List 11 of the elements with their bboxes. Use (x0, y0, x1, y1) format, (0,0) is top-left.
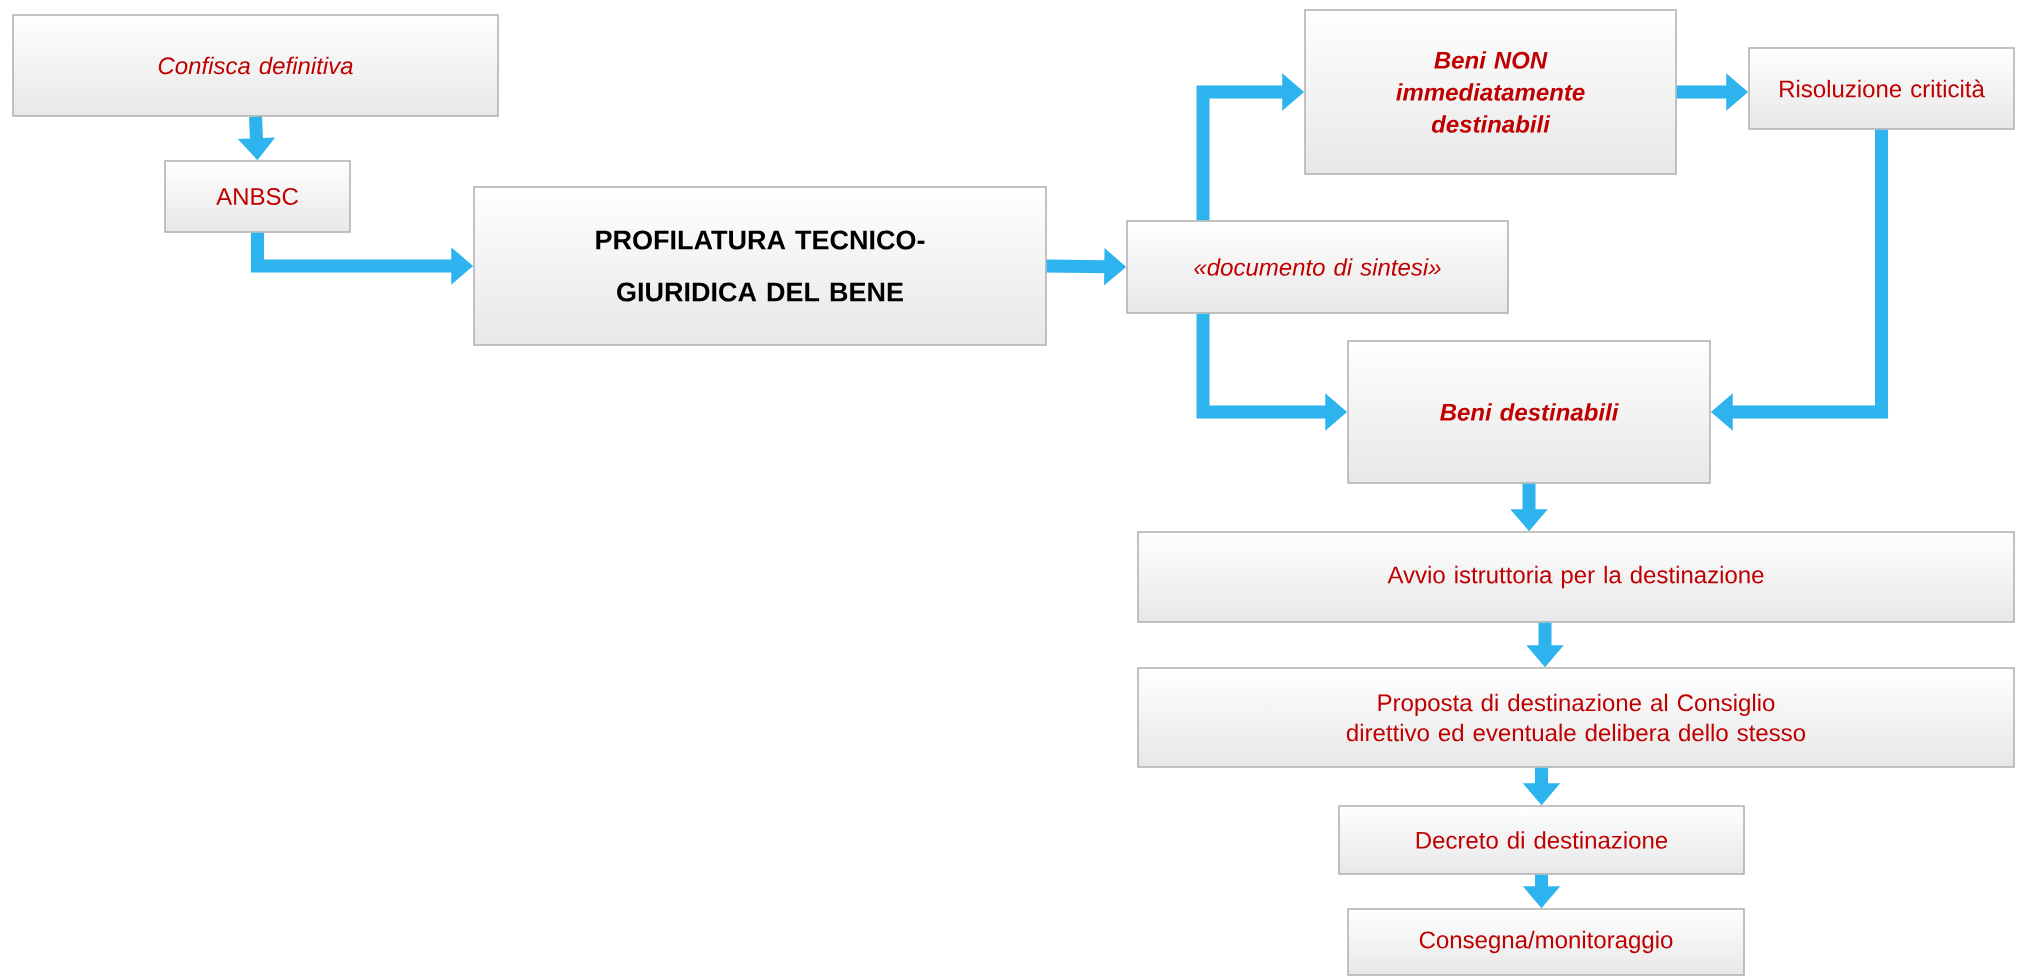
process-box: ANBSC (164, 160, 351, 233)
process-box: Risoluzione criticità (1748, 47, 2015, 130)
process-box: «documento di sintesi» (1126, 220, 1509, 314)
process-box: Confisca definitiva (12, 14, 499, 117)
process-box: Proposta di destinazione al Consiglio direttivo ed eventuale delibera dello stesso (1137, 667, 2015, 768)
process-box: Beni NON immediatamente destinabili (1304, 9, 1677, 175)
process-box: PROFILATURA TECNICO-GIURIDICA DEL BENE (473, 186, 1047, 346)
process-box: Decreto di destinazione (1338, 805, 1745, 875)
process-box: Consegna/monitoraggio (1347, 908, 1745, 976)
process-box: Avvio istruttoria per la destinazione (1137, 531, 2015, 623)
process-box: Beni destinabili (1347, 340, 1711, 484)
